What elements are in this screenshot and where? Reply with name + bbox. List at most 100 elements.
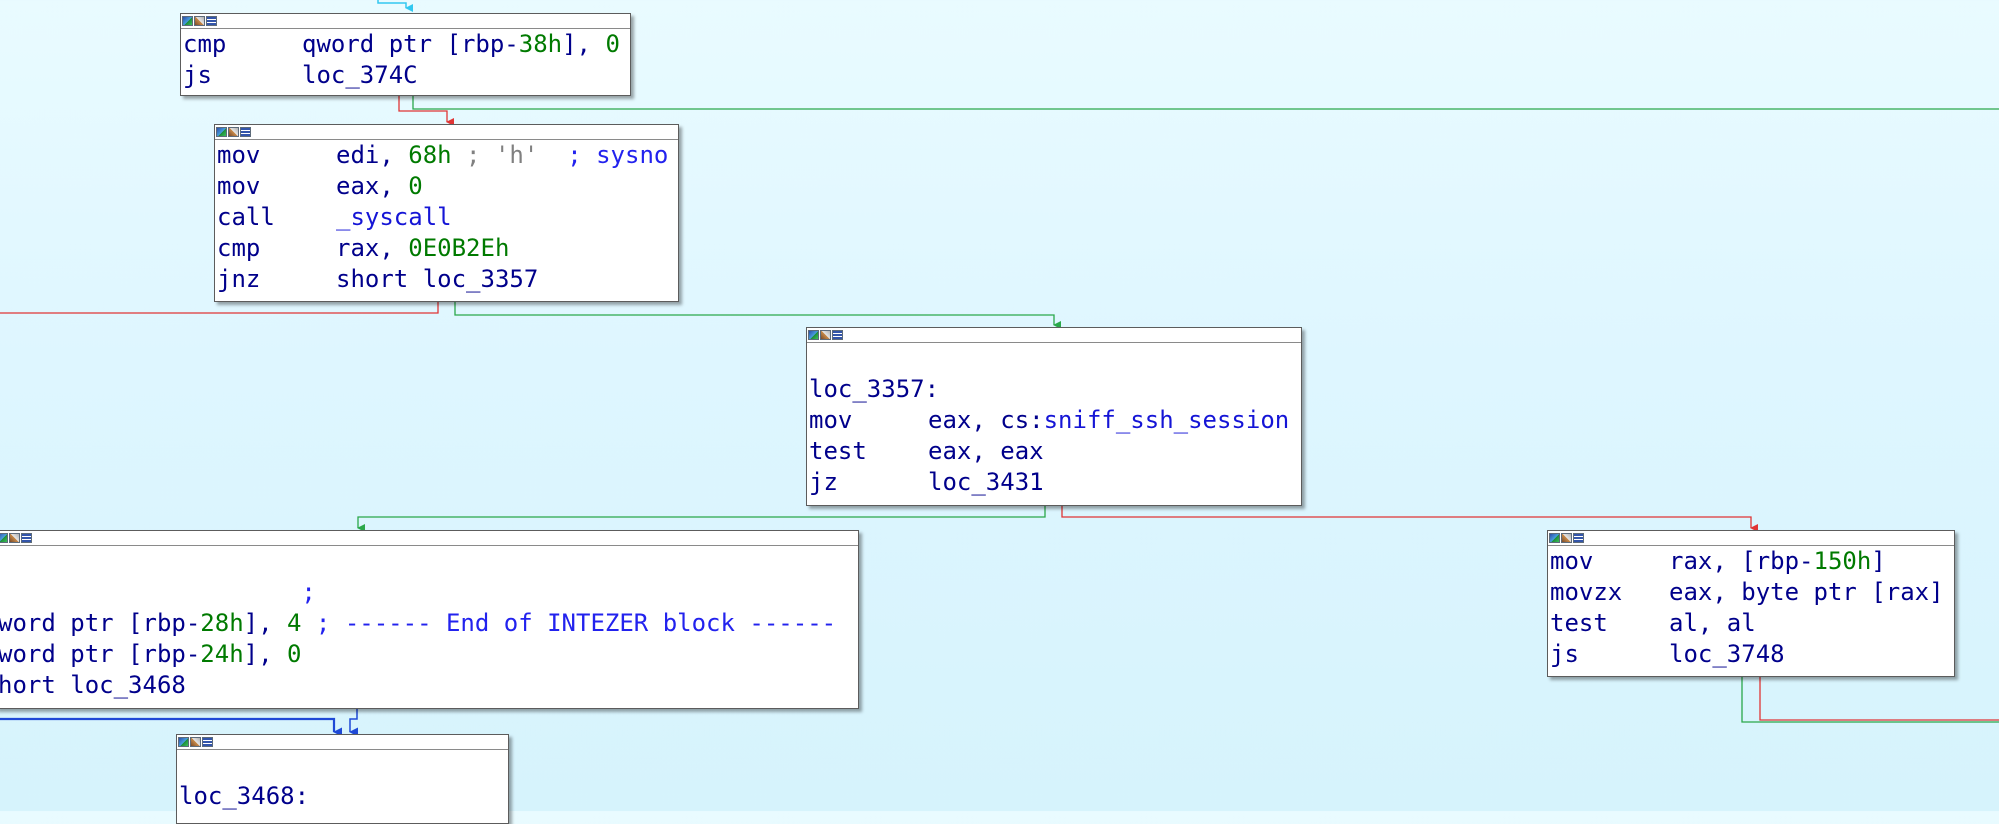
edit-node-icon[interactable]	[9, 533, 20, 543]
text-view-icon[interactable]	[21, 533, 32, 543]
text-view-icon[interactable]	[206, 16, 217, 26]
instruction-line[interactable]: js loc_3748	[1550, 639, 1954, 670]
instruction-line[interactable]: call _syscall	[217, 202, 678, 233]
node-title-bar[interactable]	[807, 328, 1301, 343]
edit-node-icon[interactable]	[228, 127, 239, 137]
node-title-bar[interactable]	[177, 735, 508, 750]
graph-overview-icon[interactable]	[216, 127, 227, 137]
instruction-line[interactable]: word ptr [rbp-28h], 4 ; ------ End of IN…	[0, 608, 858, 639]
instruction-text: 28h	[200, 609, 244, 637]
operand: qword ptr [rbp-	[302, 30, 519, 58]
edit-node-icon[interactable]	[190, 737, 201, 747]
label-text: loc_3357:	[809, 375, 940, 403]
operand: sniff_ssh_session	[1043, 406, 1290, 434]
instruction-line[interactable]: test eax, eax	[809, 436, 1301, 467]
code-label[interactable]: ;	[0, 577, 858, 608]
edge-jnz-true	[454, 302, 1061, 329]
mnemonic: test	[1550, 609, 1608, 637]
instruction-line[interactable]: jz loc_3431	[809, 467, 1301, 498]
node-title-bar[interactable]	[0, 531, 858, 546]
instruction-line[interactable]: test al, al	[1550, 608, 1954, 639]
instruction-text: ],	[243, 609, 288, 637]
instruction-text: ; ------ End of INTEZER block ------	[301, 609, 837, 637]
blank-line	[0, 546, 858, 577]
operand: 38h	[518, 30, 563, 58]
mnemonic: jz	[809, 468, 838, 496]
node-title-bar[interactable]	[215, 125, 678, 140]
operand: 0	[605, 30, 620, 58]
instruction-line[interactable]: word ptr [rbp-24h], 0	[0, 639, 858, 670]
node-code: loc_3468:	[177, 750, 508, 812]
graph-overview-icon[interactable]	[182, 16, 193, 26]
mnemonic: movzx	[1550, 578, 1623, 606]
node-code: ;word ptr [rbp-28h], 4 ; ------ End of I…	[0, 546, 858, 701]
operand: al, al	[1669, 609, 1756, 637]
text-view-icon[interactable]	[240, 127, 251, 137]
text-view-icon[interactable]	[1573, 533, 1584, 543]
text-view-icon[interactable]	[202, 737, 213, 747]
mnemonic: call	[217, 203, 275, 231]
operand: 0E0B2Eh	[408, 234, 510, 262]
operand: ]	[1871, 547, 1886, 575]
operand: loc_3431	[928, 468, 1044, 496]
node-title-bar[interactable]	[1548, 531, 1954, 546]
label-text: ;	[0, 578, 316, 606]
instruction-line[interactable]: mov rax, [rbp-150h]	[1550, 546, 1954, 577]
mnemonic: mov	[1550, 547, 1594, 575]
label-text: loc_3468:	[179, 782, 310, 810]
operand: eax, eax	[928, 437, 1044, 465]
text-view-icon[interactable]	[832, 330, 843, 340]
instruction-line[interactable]: hort loc_3468	[0, 670, 858, 701]
mnemonic: mov	[809, 406, 853, 434]
graph-overview-icon[interactable]	[178, 737, 189, 747]
operand: ; 'h'	[451, 141, 539, 169]
mnemonic: js	[183, 61, 212, 89]
edge-jz-true	[357, 506, 1046, 532]
instruction-text: word ptr [rbp-	[0, 609, 201, 637]
blank-line	[179, 750, 508, 781]
code-block-loc-3468[interactable]: loc_3468:	[176, 734, 509, 824]
instruction-text: 0	[287, 640, 302, 668]
edge-js-3748-true	[1741, 677, 1999, 723]
edit-node-icon[interactable]	[194, 16, 205, 26]
instruction-line[interactable]: movzx eax, byte ptr [rax]	[1550, 577, 1954, 608]
graph-overview-icon[interactable]	[808, 330, 819, 340]
edge-jz-false	[1061, 506, 1758, 532]
edit-node-icon[interactable]	[1561, 533, 1572, 543]
instruction-text: 4	[287, 609, 302, 637]
operand: loc_3748	[1669, 640, 1785, 668]
blank-line	[809, 343, 1301, 374]
graph-overview-icon[interactable]	[1549, 533, 1560, 543]
operand: eax, byte ptr [rax]	[1669, 578, 1944, 606]
operand: short loc_3357	[336, 265, 539, 293]
operand: 150h	[1813, 547, 1872, 575]
node-title-bar[interactable]	[181, 14, 630, 29]
operand: rax, [rbp-	[1669, 547, 1814, 575]
edge-entry	[377, 0, 413, 12]
edge-js-false	[398, 96, 454, 126]
code-label[interactable]: loc_3468:	[179, 781, 508, 812]
mnemonic: js	[1550, 640, 1579, 668]
code-label[interactable]: loc_3357:	[809, 374, 1301, 405]
operand: _syscall	[336, 203, 452, 231]
operand: eax,	[336, 172, 409, 200]
mnemonic: test	[809, 437, 867, 465]
edit-node-icon[interactable]	[820, 330, 831, 340]
code-block-rbp-150h[interactable]: mov rax, [rbp-150h] movzx eax, byte ptr [ra…	[1547, 530, 1955, 677]
code-block-intezer-end[interactable]: ;word ptr [rbp-28h], 4 ; ------ End of I…	[0, 530, 859, 709]
graph-overview-icon[interactable]	[0, 533, 8, 543]
operand: 0	[408, 172, 423, 200]
